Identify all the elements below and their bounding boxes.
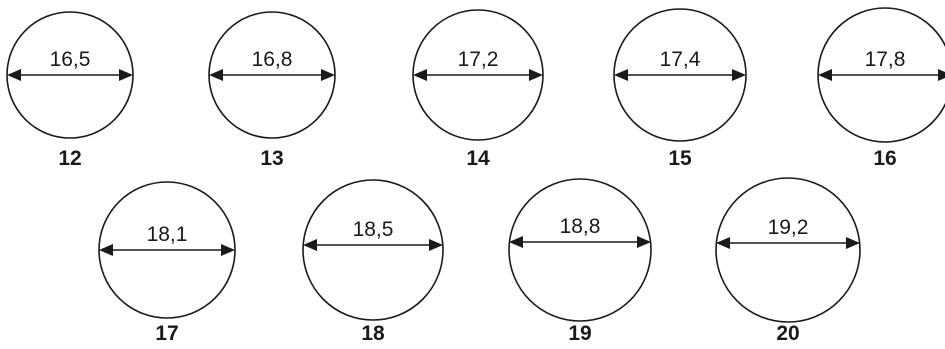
diameter-label: 17,2 bbox=[458, 48, 499, 71]
size-label: 15 bbox=[668, 147, 692, 170]
diameter-label: 18,1 bbox=[147, 223, 188, 246]
size-label: 18 bbox=[361, 322, 385, 345]
size-label: 19 bbox=[568, 322, 591, 345]
right-arrowhead bbox=[732, 69, 746, 81]
ring-14: 17,2 14 bbox=[412, 9, 544, 170]
left-arrowhead bbox=[818, 69, 832, 81]
right-arrowhead bbox=[938, 69, 945, 81]
diameter-label: 16,8 bbox=[252, 48, 293, 71]
ring-20: 19,2 20 bbox=[715, 177, 861, 345]
ring-12: 16,5 12 bbox=[6, 11, 134, 170]
left-arrowhead bbox=[99, 244, 113, 256]
size-label: 17 bbox=[155, 322, 178, 345]
ring-16: 17,8 16 bbox=[817, 7, 945, 170]
right-arrowhead bbox=[321, 69, 335, 81]
ring-13: 16,8 13 bbox=[208, 11, 336, 170]
ring-circle bbox=[302, 179, 444, 321]
size-label: 16 bbox=[873, 147, 896, 170]
diameter-label: 17,8 bbox=[865, 48, 906, 71]
size-label: 14 bbox=[466, 147, 490, 170]
ring-19: 18,8 19 bbox=[508, 178, 652, 345]
right-arrowhead bbox=[637, 236, 651, 248]
diameter-label: 16,5 bbox=[50, 48, 91, 71]
ring-18: 18,5 18 bbox=[302, 179, 444, 345]
ring-circle bbox=[508, 178, 652, 322]
ring-circle bbox=[715, 177, 861, 323]
ring-17: 18,1 17 bbox=[98, 181, 236, 345]
left-arrowhead bbox=[509, 236, 523, 248]
right-arrowhead bbox=[221, 244, 235, 256]
right-arrowhead bbox=[429, 239, 443, 251]
ring-15: 17,4 15 bbox=[613, 8, 747, 170]
right-arrowhead bbox=[529, 69, 543, 81]
right-arrowhead bbox=[119, 69, 133, 81]
diameter-label: 17,4 bbox=[660, 48, 701, 71]
left-arrowhead bbox=[413, 69, 427, 81]
left-arrowhead bbox=[209, 69, 223, 81]
diameter-label: 18,5 bbox=[353, 218, 394, 241]
size-label: 12 bbox=[58, 147, 81, 170]
size-label: 13 bbox=[260, 147, 283, 170]
left-arrowhead bbox=[614, 69, 628, 81]
right-arrowhead bbox=[846, 237, 860, 249]
size-label: 20 bbox=[776, 322, 799, 345]
diameter-label: 18,8 bbox=[560, 215, 601, 238]
left-arrowhead bbox=[303, 239, 317, 251]
left-arrowhead bbox=[716, 237, 730, 249]
left-arrowhead bbox=[7, 69, 21, 81]
diameter-label: 19,2 bbox=[768, 216, 809, 239]
